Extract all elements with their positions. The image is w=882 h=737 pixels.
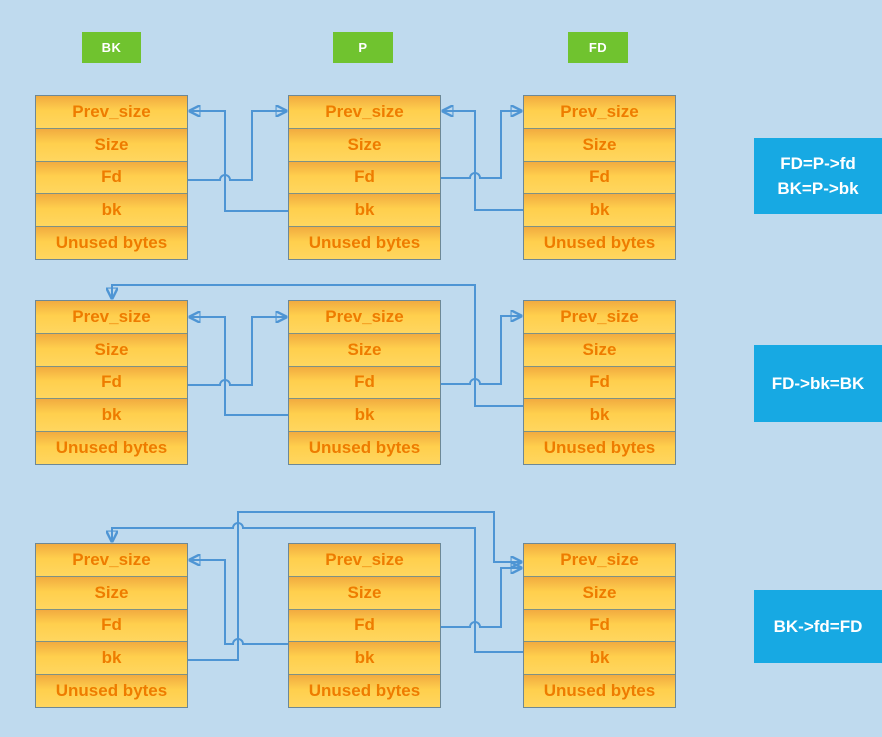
field-size: Size — [289, 575, 440, 609]
field-bk: bk — [289, 193, 440, 227]
field-unused-bytes: Unused bytes — [524, 226, 675, 259]
field-prev-size: Prev_size — [36, 301, 187, 333]
arrow-bkfd-to-p-step2 — [188, 317, 285, 386]
arrow-pfd-to-fd-step2 — [441, 316, 520, 385]
chunk-p-step2: Prev_size Size Fd bk Unused bytes — [288, 300, 441, 465]
field-bk: bk — [289, 641, 440, 675]
field-prev-size: Prev_size — [524, 544, 675, 576]
field-bk: bk — [36, 398, 187, 432]
field-unused-bytes: Unused bytes — [289, 226, 440, 259]
field-fd: Fd — [36, 365, 187, 399]
field-prev-size: Prev_size — [36, 96, 187, 128]
note-step2: FD->bk=BK — [754, 345, 882, 422]
field-fd: Fd — [289, 160, 440, 194]
arrow-pbk-to-bk-step2 — [191, 317, 288, 416]
field-bk: bk — [524, 641, 675, 675]
field-prev-size: Prev_size — [289, 301, 440, 333]
field-size: Size — [524, 127, 675, 161]
chunk-bk-step3: Prev_size Size Fd bk Unused bytes — [35, 543, 188, 708]
field-unused-bytes: Unused bytes — [524, 674, 675, 707]
note-step1: FD=P->fd BK=P->bk — [754, 138, 882, 214]
field-unused-bytes: Unused bytes — [289, 431, 440, 464]
chunk-p-step3: Prev_size Size Fd bk Unused bytes — [288, 543, 441, 708]
arrow-pbk-to-bk-step1 — [191, 111, 288, 212]
field-bk: bk — [289, 398, 440, 432]
arrow-pbk-to-bk-step3 — [191, 560, 288, 645]
field-unused-bytes: Unused bytes — [36, 226, 187, 259]
chunk-fd-step1: Prev_size Size Fd bk Unused bytes — [523, 95, 676, 260]
arrow-pfd-to-fd-step3 — [441, 568, 520, 628]
arrow-bkfd-to-fd-step3 — [188, 511, 520, 661]
field-unused-bytes: Unused bytes — [36, 431, 187, 464]
field-prev-size: Prev_size — [524, 96, 675, 128]
chunk-p-step1: Prev_size Size Fd bk Unused bytes — [288, 95, 441, 260]
note-step2-line: FD->bk=BK — [771, 374, 865, 393]
field-size: Size — [524, 332, 675, 366]
arrow-fdbk-to-p-step1 — [444, 111, 523, 211]
field-size: Size — [36, 332, 187, 366]
chunk-bk-step1: Prev_size Size Fd bk Unused bytes — [35, 95, 188, 260]
field-size: Size — [36, 575, 187, 609]
arrow-bkfd-to-p-step1 — [188, 111, 285, 181]
field-unused-bytes: Unused bytes — [524, 431, 675, 464]
chunk-fd-step3: Prev_size Size Fd bk Unused bytes — [523, 543, 676, 708]
field-fd: Fd — [524, 160, 675, 194]
note-step3: BK->fd=FD — [754, 590, 882, 663]
chunk-bk-step2: Prev_size Size Fd bk Unused bytes — [35, 300, 188, 465]
field-bk: bk — [36, 193, 187, 227]
field-bk: bk — [524, 398, 675, 432]
note-step3-line: BK->fd=FD — [773, 617, 863, 636]
note-step1-line1: FD=P->fd — [780, 154, 856, 173]
field-fd: Fd — [36, 608, 187, 642]
field-prev-size: Prev_size — [289, 544, 440, 576]
arrow-fdbk-to-bk-step2 — [112, 284, 523, 407]
field-prev-size: Prev_size — [524, 301, 675, 333]
field-size: Size — [524, 575, 675, 609]
arrow-pfd-to-fd-step1 — [441, 111, 520, 179]
field-fd: Fd — [524, 608, 675, 642]
field-unused-bytes: Unused bytes — [36, 674, 187, 707]
field-size: Size — [36, 127, 187, 161]
field-fd: Fd — [289, 608, 440, 642]
field-size: Size — [289, 127, 440, 161]
field-unused-bytes: Unused bytes — [289, 674, 440, 707]
field-fd: Fd — [289, 365, 440, 399]
field-bk: bk — [524, 193, 675, 227]
tag-fd: FD — [568, 32, 628, 63]
note-step1-line2: BK=P->bk — [777, 179, 859, 198]
tag-p: P — [333, 32, 393, 63]
field-prev-size: Prev_size — [289, 96, 440, 128]
field-fd: Fd — [524, 365, 675, 399]
field-prev-size: Prev_size — [36, 544, 187, 576]
chunk-fd-step2: Prev_size Size Fd bk Unused bytes — [523, 300, 676, 465]
field-fd: Fd — [36, 160, 187, 194]
field-bk: bk — [36, 641, 187, 675]
field-size: Size — [289, 332, 440, 366]
tag-bk: BK — [82, 32, 141, 63]
